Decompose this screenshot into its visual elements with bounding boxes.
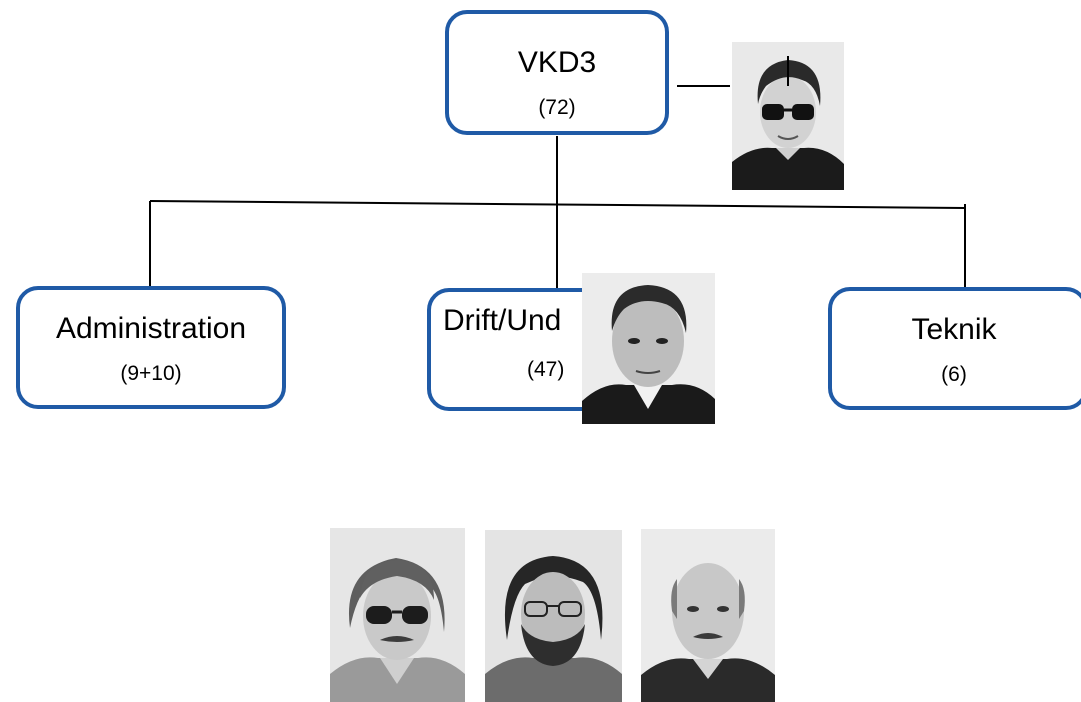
portrait-head-of-drift xyxy=(582,273,715,424)
node-vkd3-name: VKD3 xyxy=(517,46,597,79)
node-drift: Drift/Und (47) xyxy=(427,288,667,411)
node-administration-count: (9+10) xyxy=(120,362,182,385)
node-teknik-count: (6) xyxy=(941,363,967,386)
node-vkd3-count: (72) xyxy=(538,96,576,119)
portrait-staff-3 xyxy=(641,529,775,702)
node-drift-count: (47) xyxy=(527,358,565,381)
portrait-staff-1 xyxy=(330,528,465,702)
node-vkd3: VKD3 (72) xyxy=(445,10,669,135)
node-administration-name: Administration xyxy=(55,312,247,345)
portrait-head-of-vkd3 xyxy=(732,42,844,190)
node-administration: Administration (9+10) xyxy=(16,286,286,409)
portrait-staff-2 xyxy=(485,530,622,702)
node-teknik-name: Teknik xyxy=(911,313,997,346)
node-teknik: Teknik (6) xyxy=(828,287,1081,410)
connector-horizontal-bar xyxy=(149,200,966,209)
node-drift-name: Drift/Und xyxy=(443,304,562,337)
